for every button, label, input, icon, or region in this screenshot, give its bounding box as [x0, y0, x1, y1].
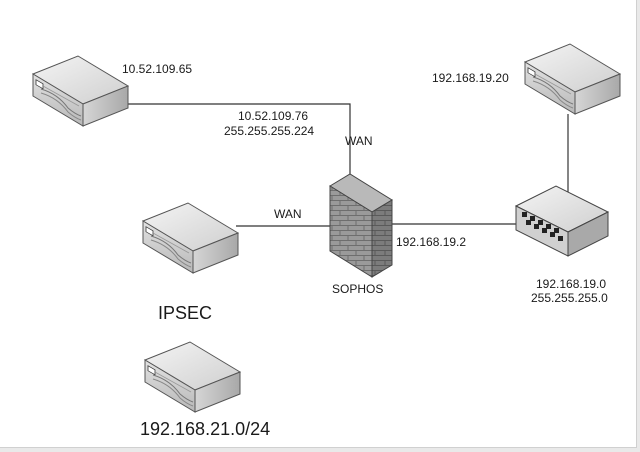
lan-mask-label: 255.255.255.0	[531, 291, 608, 305]
firewall-name-label: SOPHOS	[332, 282, 383, 296]
firewall-brick-icon	[329, 173, 393, 278]
lan-gateway-label: 192.168.19.2	[396, 235, 466, 249]
lan-network-label: 192.168.19.0	[536, 277, 606, 291]
link-remote-to-firewall	[128, 103, 351, 176]
ipsec-peer-server-icon	[142, 202, 239, 274]
remote-server-icon	[32, 55, 129, 127]
wan-ip-label: 10.52.109.76	[238, 109, 308, 123]
links	[128, 103, 569, 227]
server-ip-label: 192.168.19.20	[432, 71, 509, 85]
wan-left-label: WAN	[274, 207, 302, 221]
network-switch-icon	[514, 185, 610, 257]
lan-server-icon	[524, 43, 621, 115]
wan-mask-label: 255.255.255.224	[224, 124, 314, 138]
ipsec-label: IPSEC	[158, 303, 212, 323]
ipsec-network-label: 192.168.21.0/24	[140, 419, 270, 439]
wan-top-label: WAN	[345, 134, 373, 148]
remote-ip-label: 10.52.109.65	[122, 62, 192, 76]
ipsec-network-server-icon	[144, 341, 241, 413]
